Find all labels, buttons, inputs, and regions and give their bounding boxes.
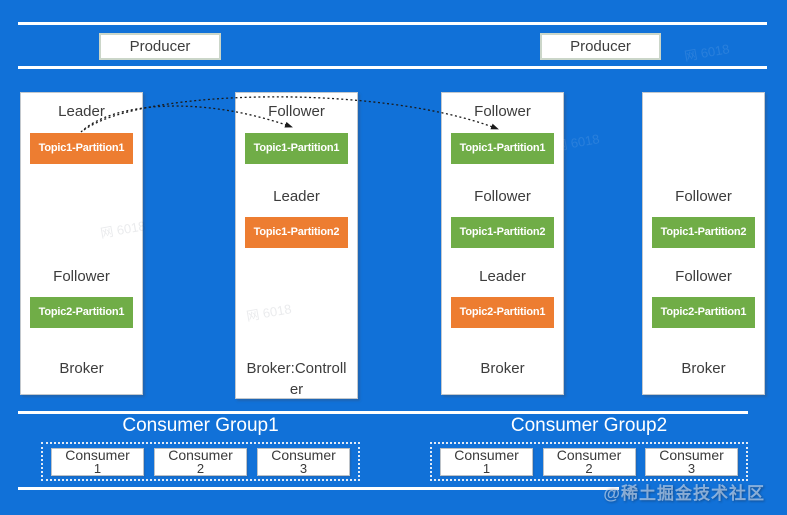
producer-label: Producer	[570, 38, 631, 55]
partition-box: Topic2-Partition1	[652, 297, 755, 328]
role-label: Leader	[479, 268, 526, 285]
role-label: Follower	[474, 188, 531, 205]
separator-line	[18, 411, 748, 414]
consumer-label: Consumer	[271, 446, 336, 463]
consumer-group-title: Consumer Group1	[122, 415, 279, 436]
partition-box: Topic1-Partition1	[30, 133, 133, 164]
partition-box: Topic1-Partition1	[451, 133, 554, 164]
producer-box: Producer	[99, 33, 221, 60]
consumer-label: Consumer	[659, 446, 724, 463]
role-label: Follower	[675, 188, 732, 205]
role-label: Follower	[675, 268, 732, 285]
consumer-group-title: Consumer Group2	[510, 415, 668, 436]
role-label: Leader	[273, 188, 320, 205]
partition-box: Topic1-Partition2	[652, 217, 755, 248]
consumer-number: 2	[196, 460, 205, 476]
consumer-label: Consumer	[168, 446, 233, 463]
partition-box: Topic2-Partition1	[451, 297, 554, 328]
consumer-number: 1	[482, 460, 491, 476]
consumer-label: Consumer	[454, 446, 519, 463]
role-label: Follower	[268, 103, 325, 120]
role-label: Leader	[58, 103, 105, 120]
producer-box: Producer	[540, 33, 661, 60]
faint-watermark: 网 6018	[683, 41, 731, 64]
role-label: Follower	[53, 268, 110, 285]
producer-label: Producer	[129, 38, 191, 55]
broker-label: Broker:Controller	[246, 360, 347, 398]
consumer-number: 1	[93, 460, 102, 476]
partition-box: Topic1-Partition2	[245, 217, 348, 248]
separator-line	[18, 66, 767, 69]
role-label: Follower	[474, 103, 531, 120]
broker-label: Broker	[59, 360, 104, 377]
consumer-number: 3	[687, 460, 696, 476]
site-watermark: @稀土掘金技术社区	[603, 484, 765, 503]
partition-box: Topic1-Partition1	[245, 133, 348, 164]
partition-box: Topic2-Partition1	[30, 297, 133, 328]
broker-label: Broker	[681, 360, 726, 377]
consumer-number: 3	[299, 460, 308, 476]
consumer-number: 2	[585, 460, 593, 476]
consumer-label: Consumer	[65, 446, 130, 463]
separator-line	[18, 22, 767, 25]
consumer-label: Consumer	[556, 446, 622, 463]
partition-box: Topic1-Partition2	[451, 217, 554, 248]
separator-line	[18, 487, 619, 490]
broker-label: Broker	[480, 360, 525, 377]
